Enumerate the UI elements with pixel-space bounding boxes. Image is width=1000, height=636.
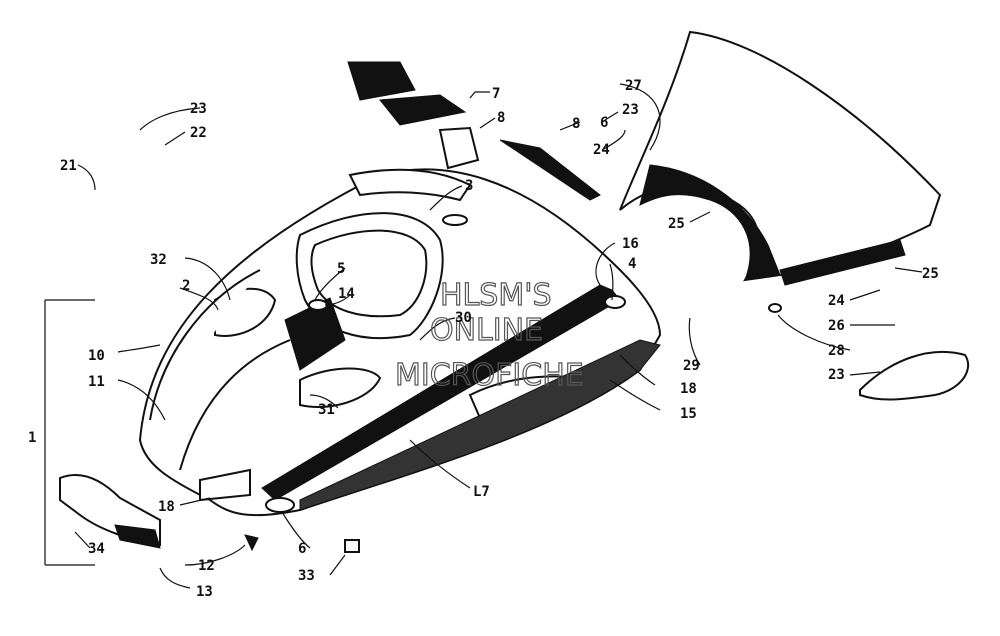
lower-trim bbox=[59, 473, 360, 553]
callout-18-left: 18 bbox=[158, 499, 175, 515]
callout-8-right: 8 bbox=[572, 116, 580, 132]
callout-11: 11 bbox=[88, 374, 105, 390]
watermark: HLSM'S ONLINE MICROFICHE bbox=[394, 277, 584, 393]
callout-26: 26 bbox=[828, 318, 845, 334]
callout-18-right: 18 bbox=[680, 381, 697, 397]
callout-16: 16 bbox=[622, 236, 639, 252]
callout-27: 27 bbox=[625, 78, 642, 94]
callout-10: 10 bbox=[88, 348, 105, 364]
callout-5: 5 bbox=[337, 261, 345, 277]
leader-lines bbox=[74, 83, 923, 589]
watermark-line-3: MICROFICHE bbox=[395, 358, 584, 393]
callout-34: 34 bbox=[88, 541, 105, 557]
callout-14: 14 bbox=[338, 286, 355, 302]
callout-22: 22 bbox=[190, 125, 207, 141]
callout-24-top: 24 bbox=[593, 142, 610, 158]
callout-17: L7 bbox=[473, 484, 490, 500]
top-decals bbox=[347, 61, 601, 201]
callout-25-right: 25 bbox=[922, 266, 939, 282]
callout-23-top: 23 bbox=[622, 102, 639, 118]
callout-7: 7 bbox=[492, 86, 500, 102]
callout-24-right: 24 bbox=[828, 293, 845, 309]
windshield bbox=[619, 30, 942, 286]
callout-4: 4 bbox=[628, 256, 636, 272]
callout-23-right: 23 bbox=[828, 367, 845, 383]
callout-3: 3 bbox=[465, 178, 473, 194]
callout-23-left: 23 bbox=[190, 101, 207, 117]
callout-labels: 1 2 3 4 5 6 6 7 8 8 10 11 12 13 14 15 16… bbox=[28, 78, 939, 600]
callout-25-left: 25 bbox=[668, 216, 685, 232]
callout-30: 30 bbox=[455, 310, 472, 326]
watermark-line-1: HLSM'S bbox=[440, 278, 552, 313]
callout-15: 15 bbox=[680, 406, 697, 422]
callout-13: 13 bbox=[196, 584, 213, 600]
callout-28: 28 bbox=[828, 343, 845, 359]
callout-8-left: 8 bbox=[497, 110, 505, 126]
callout-21: 21 bbox=[60, 158, 77, 174]
callout-1: 1 bbox=[28, 430, 36, 446]
callout-29: 29 bbox=[683, 358, 700, 374]
callout-12: 12 bbox=[198, 558, 215, 574]
callout-2: 2 bbox=[182, 278, 190, 294]
callout-33: 33 bbox=[298, 568, 315, 584]
watermark-line-2: ONLINE bbox=[430, 313, 543, 348]
side-deflector bbox=[768, 303, 970, 401]
callout-31: 31 bbox=[318, 402, 335, 418]
callout-6-top: 6 bbox=[600, 115, 608, 131]
callout-6-bottom: 6 bbox=[298, 541, 306, 557]
hood-assembly bbox=[138, 168, 662, 517]
callout-32: 32 bbox=[150, 252, 167, 268]
